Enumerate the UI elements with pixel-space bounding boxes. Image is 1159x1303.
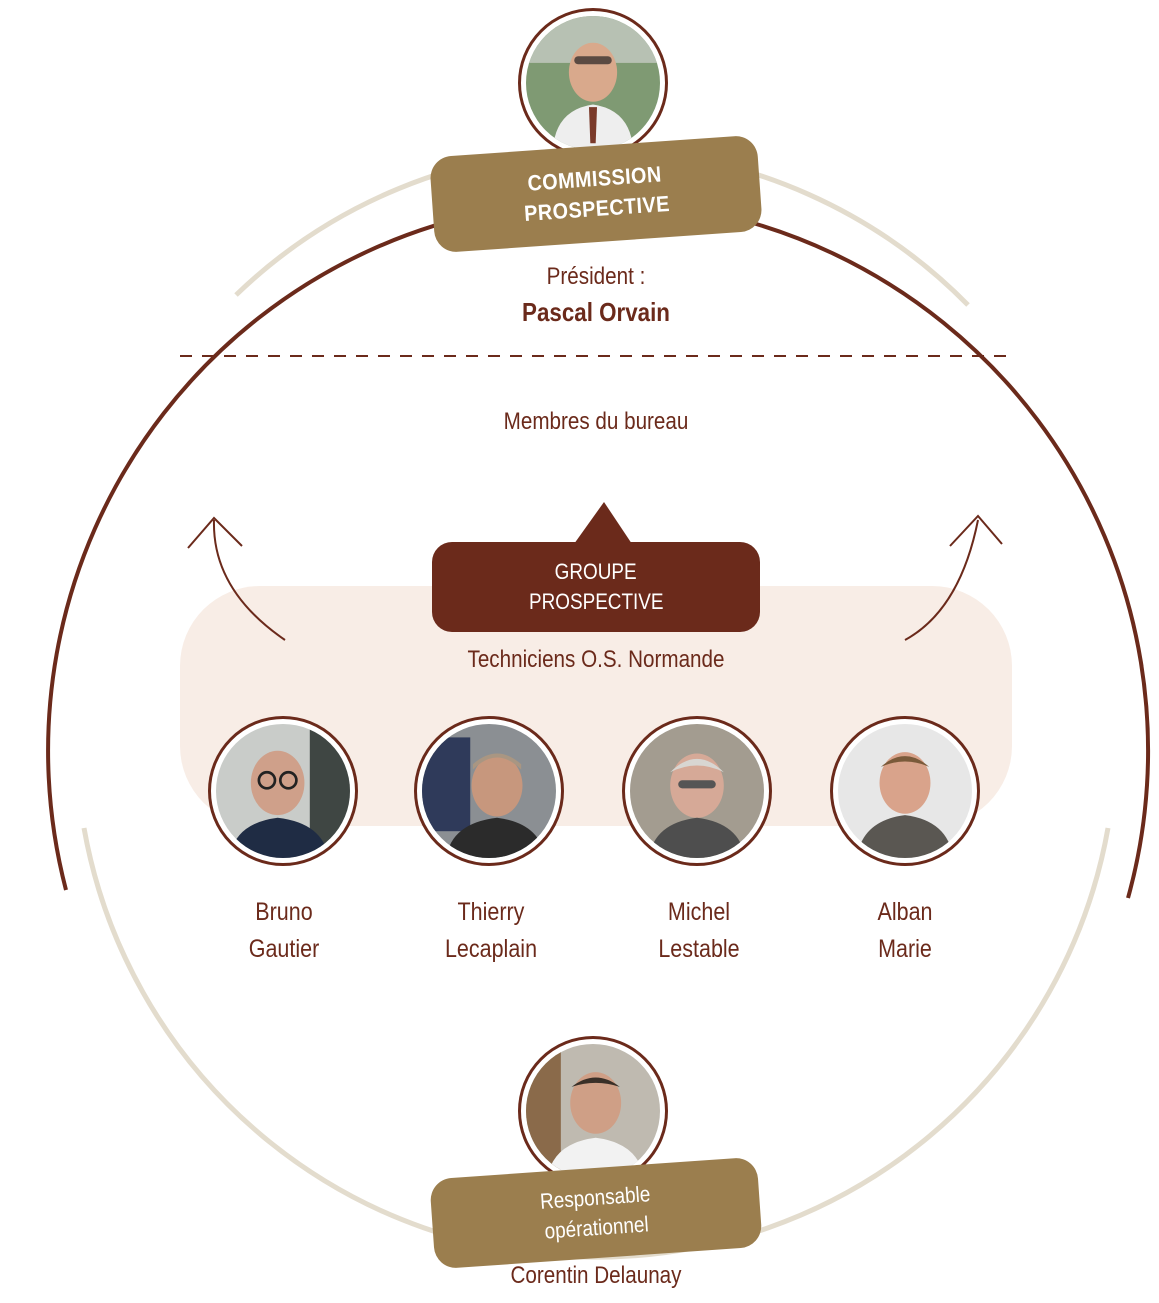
member-name-bruno: Bruno Gautier <box>194 894 374 968</box>
member-first-name: Bruno <box>255 898 313 926</box>
groupe-pointer <box>574 502 632 544</box>
member-photo-michel <box>622 716 772 866</box>
bureau-label: Membres du bureau <box>503 408 689 435</box>
president-label: Président : <box>546 263 646 290</box>
portrait-icon <box>526 16 660 150</box>
portrait-icon <box>630 724 764 858</box>
groupe-subtitle: Techniciens O.S. Normande <box>467 646 725 673</box>
portrait-icon <box>838 724 972 858</box>
left-arrow <box>212 519 286 641</box>
member-photo-thierry <box>414 716 564 866</box>
responsable-name: Corentin Delaunay <box>510 1262 682 1289</box>
member-photo-alban <box>830 716 980 866</box>
member-last-name: Lecaplain <box>444 935 538 963</box>
member-last-name: Gautier <box>248 935 320 963</box>
portrait-icon <box>422 724 556 858</box>
member-name-alban: Alban Marie <box>815 894 995 968</box>
member-photo-bruno <box>208 716 358 866</box>
member-first-name: Alban <box>877 898 933 926</box>
right-arrow <box>904 519 979 641</box>
groupe-band <box>180 586 1012 826</box>
member-name-michel: Michel Lestable <box>609 894 789 968</box>
member-first-name: Thierry <box>457 898 525 926</box>
member-last-name: Marie <box>878 935 932 963</box>
groupe-line1: GROUPE <box>554 559 637 584</box>
responsable-photo <box>518 1036 668 1186</box>
groupe-line2: PROSPECTIVE <box>528 589 664 614</box>
member-first-name: Michel <box>667 898 731 926</box>
member-last-name: Lestable <box>658 935 740 963</box>
portrait-icon <box>216 724 350 858</box>
president-photo <box>518 8 668 158</box>
member-name-thierry: Thierry Lecaplain <box>401 894 581 968</box>
groupe-badge: GROUPE PROSPECTIVE <box>432 542 760 632</box>
portrait-icon <box>526 1044 660 1178</box>
president-name: Pascal Orvain <box>522 297 670 327</box>
responsable-line2: opérationnel <box>544 1211 650 1244</box>
